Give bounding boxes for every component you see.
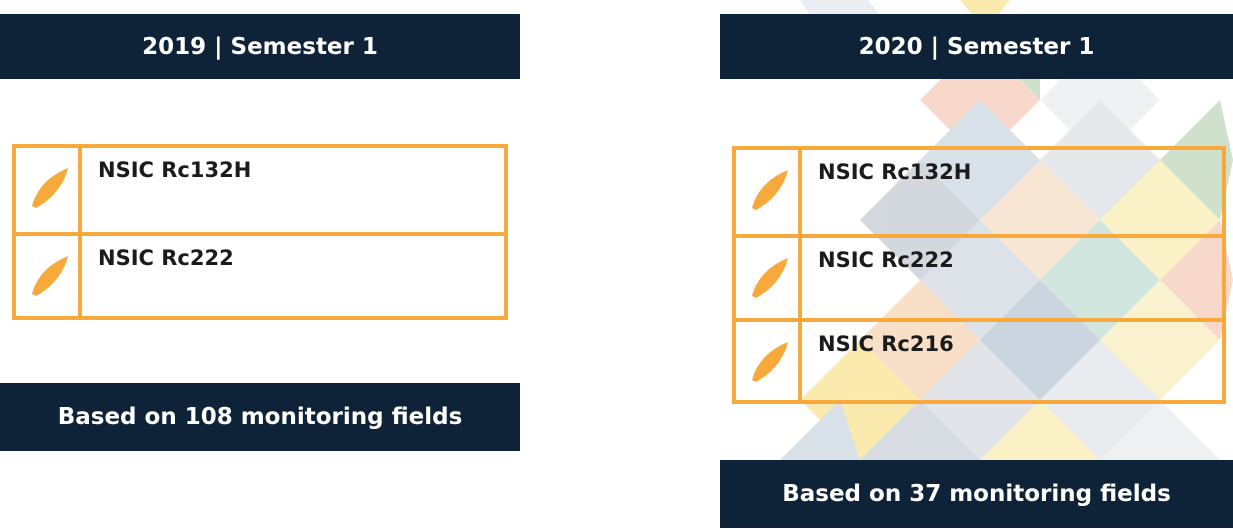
variety-icon-cell	[736, 322, 802, 400]
variety-icon-cell	[736, 150, 802, 234]
header-title-2020: 2020 | Semester 1	[858, 33, 1095, 60]
footer-text-2019: Based on 108 monitoring fields	[57, 404, 463, 430]
variety-icon-cell	[736, 238, 802, 318]
header-title-2019: 2019 | Semester 1	[142, 33, 378, 60]
variety-table-2019: NSIC Rc132H NSIC Rc222	[12, 144, 508, 320]
rice-grain-icon	[752, 170, 788, 210]
variety-row: NSIC Rc216	[736, 318, 1222, 400]
variety-row: NSIC Rc132H	[736, 150, 1222, 234]
variety-name: NSIC Rc222	[98, 246, 234, 270]
footer-banner-2019: Based on 108 monitoring fields	[0, 383, 520, 451]
variety-icon-cell	[16, 236, 82, 316]
variety-icon-cell	[16, 148, 82, 232]
header-banner-2020: 2020 | Semester 1	[720, 14, 1233, 79]
variety-name: NSIC Rc132H	[98, 158, 252, 182]
variety-name: NSIC Rc132H	[818, 160, 972, 184]
variety-row: NSIC Rc132H	[16, 148, 504, 232]
footer-banner-2020: Based on 37 monitoring fields	[720, 460, 1233, 528]
variety-name: NSIC Rc222	[818, 248, 954, 272]
rice-grain-icon	[752, 258, 788, 298]
header-banner-2019: 2019 | Semester 1	[0, 14, 520, 79]
footer-text-2020: Based on 37 monitoring fields	[782, 481, 1171, 507]
variety-row: NSIC Rc222	[16, 232, 504, 316]
variety-row: NSIC Rc222	[736, 234, 1222, 318]
rice-grain-icon	[752, 342, 788, 382]
rice-grain-icon	[32, 256, 68, 296]
rice-grain-icon	[32, 168, 68, 208]
variety-name: NSIC Rc216	[818, 332, 954, 356]
variety-table-2020: NSIC Rc132H NSIC Rc222 NSIC Rc216	[732, 146, 1226, 404]
